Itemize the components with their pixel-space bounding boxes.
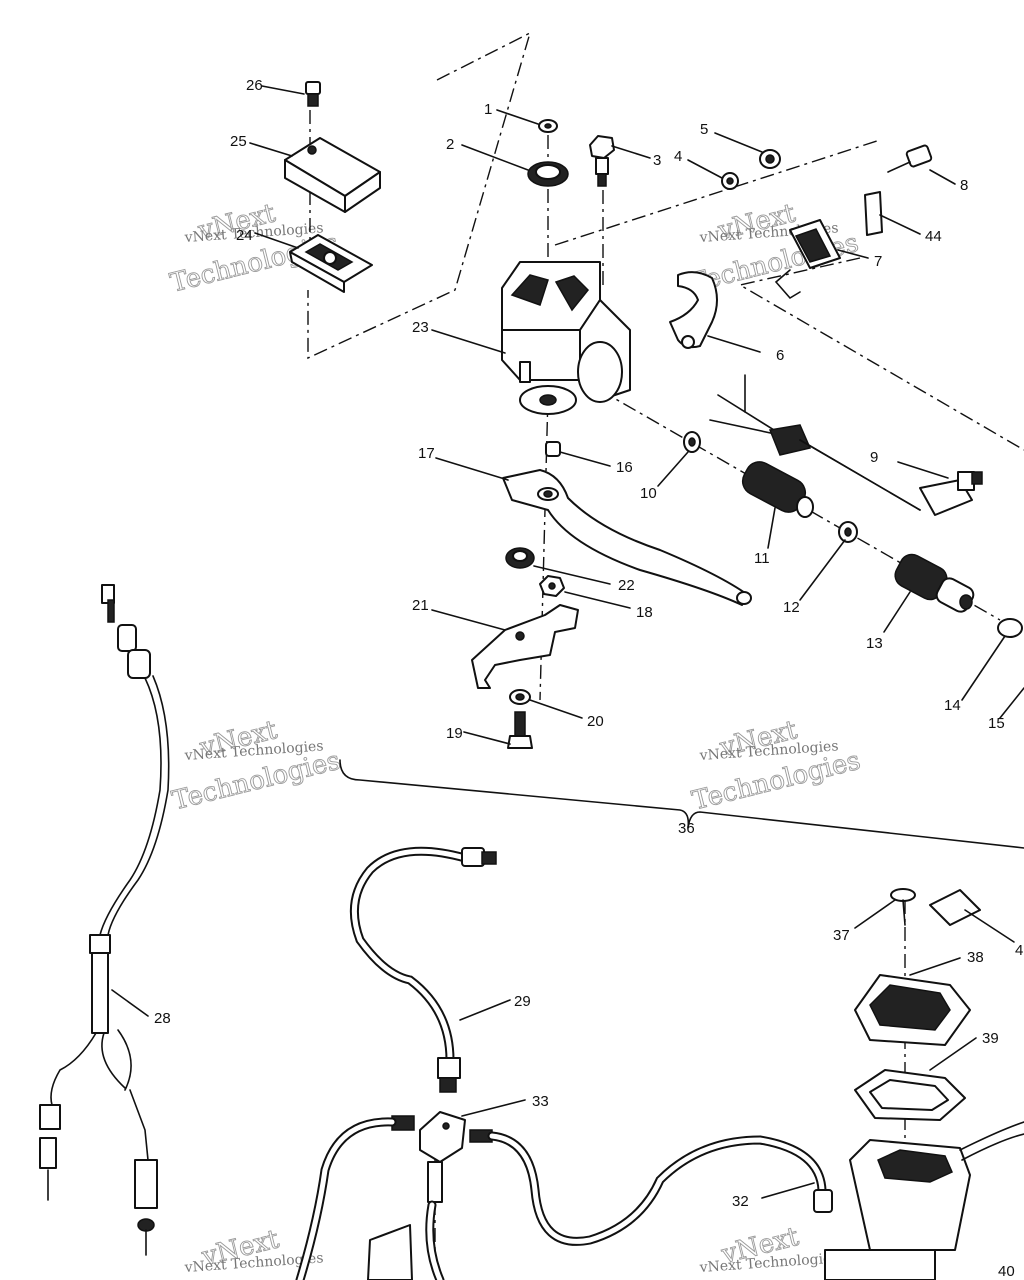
callout-labels: 26 25 24 1 2 3 4 5 8 44 7 6 23 16 17 10 … — [154, 77, 1023, 1280]
screw-8 — [887, 144, 933, 173]
callout-11: 11 — [754, 550, 770, 567]
leader-lines — [111, 85, 1024, 1199]
callout-40: 40 — [998, 1263, 1015, 1280]
callout-24: 24 — [236, 227, 253, 244]
callout-5: 5 — [700, 121, 708, 138]
brake-hose-29 — [349, 846, 497, 1093]
grommet-2 — [527, 161, 569, 187]
callout-7: 7 — [874, 253, 882, 270]
bushing-16 — [545, 441, 561, 457]
junction-block-33 — [391, 1111, 493, 1203]
master-cylinder-body-23 — [501, 261, 631, 415]
callout-13: 13 — [866, 635, 883, 652]
callout-19: 19 — [446, 725, 463, 742]
callout-15: 15 — [988, 715, 1005, 732]
callout-1: 1 — [484, 101, 492, 118]
callout-16: 16 — [616, 459, 633, 476]
callout-10: 10 — [640, 485, 657, 502]
brake-hose-32 — [487, 1131, 833, 1246]
switch-wiring-9 — [709, 374, 983, 516]
brake-lever-17 — [502, 469, 752, 606]
brace-36 — [339, 759, 1024, 849]
clamp-6 — [669, 271, 718, 349]
callout-37: 37 — [833, 927, 850, 944]
washer-1 — [538, 119, 558, 133]
reservoir-cover-25 — [284, 137, 381, 213]
screw-37 — [890, 888, 916, 926]
callout-2: 2 — [446, 136, 454, 153]
callout-4: 4 — [674, 148, 682, 165]
washer-10 — [683, 431, 701, 453]
ring-14 — [997, 618, 1023, 638]
washer-4 — [721, 172, 739, 190]
banjo-bolt-3 — [589, 135, 615, 187]
cable-28 — [39, 584, 170, 1256]
spring-22 — [505, 547, 535, 569]
spring-11 — [741, 461, 814, 518]
piston-13 — [894, 553, 975, 613]
gasket-39 — [854, 1069, 966, 1121]
callout-29: 29 — [514, 993, 531, 1010]
callout-36: 36 — [678, 820, 695, 837]
callout-18: 18 — [636, 604, 653, 621]
nut-18 — [539, 575, 565, 597]
callout-4-edge: 4 — [1015, 942, 1023, 959]
callout-44: 44 — [925, 228, 942, 245]
callout-26: 26 — [246, 77, 263, 94]
callout-23: 23 — [412, 319, 429, 336]
nut-20 — [509, 689, 531, 705]
callout-39: 39 — [982, 1030, 999, 1047]
callout-17: 17 — [418, 445, 435, 462]
callout-28: 28 — [154, 1010, 171, 1027]
callout-14: 14 — [944, 697, 961, 714]
callout-3: 3 — [653, 152, 661, 169]
screw-26 — [305, 81, 321, 107]
decal-40 — [929, 889, 981, 926]
bolt-19 — [507, 711, 533, 749]
callout-20: 20 — [587, 713, 604, 730]
bracket-21 — [471, 604, 579, 689]
callout-38: 38 — [967, 949, 984, 966]
callout-21: 21 — [412, 597, 429, 614]
callout-9: 9 — [870, 449, 878, 466]
bushing-5 — [759, 149, 781, 169]
callout-33: 33 — [532, 1093, 549, 1110]
callout-32: 32 — [732, 1193, 749, 1210]
master-cylinder-lower — [824, 1121, 1024, 1280]
callout-12: 12 — [783, 599, 800, 616]
decal-44 — [864, 191, 883, 236]
diaphragm-24 — [289, 234, 373, 293]
brake-switch-7 — [774, 219, 841, 300]
bracket-lower — [367, 1224, 413, 1280]
reservoir-cover-38 — [854, 974, 971, 1046]
callout-8: 8 — [960, 177, 968, 194]
washer-12 — [838, 521, 858, 543]
watermark-caption-6: vNext Technologies — [698, 1250, 839, 1276]
callout-22: 22 — [618, 577, 635, 594]
callout-6: 6 — [776, 347, 784, 364]
callout-25: 25 — [230, 133, 247, 150]
